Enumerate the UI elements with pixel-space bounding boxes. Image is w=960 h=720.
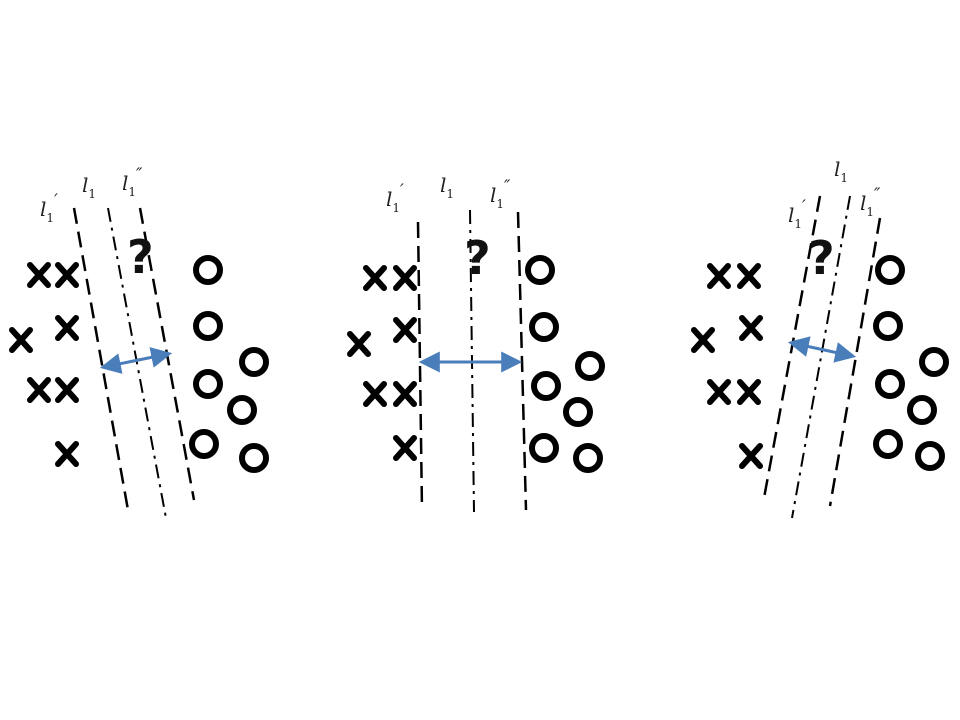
circle-markers-2: [525, 255, 605, 473]
cross-markers-2: [347, 265, 417, 461]
o-marker: [227, 395, 257, 425]
boundary-line-l1-prime: [72, 207, 130, 511]
o-marker: [531, 371, 561, 401]
o-marker: [875, 369, 905, 399]
o-marker: [189, 429, 219, 459]
o-marker: [529, 312, 559, 342]
panel-2: ? l1′ l1 l1″: [347, 173, 605, 513]
o-marker: [525, 255, 555, 285]
x-marker: [55, 262, 79, 288]
x-marker: [737, 379, 761, 405]
x-marker: [347, 331, 371, 357]
boundary-line-l1-prime: [416, 221, 424, 511]
x-marker: [739, 315, 763, 341]
decision-line-l1: [791, 195, 851, 519]
circle-markers-3: [873, 255, 949, 471]
x-marker: [707, 379, 731, 405]
query-mark: ?: [808, 231, 835, 285]
cross-markers-3: [691, 263, 763, 469]
x-marker: [707, 263, 731, 289]
label-l1: l1: [82, 173, 96, 201]
o-marker: [193, 369, 223, 399]
x-marker: [363, 265, 387, 291]
x-marker: [691, 327, 715, 353]
line-labels-1: l1′ l1 l1″: [40, 165, 143, 225]
panel-3: ? l1′ l1 l1″: [691, 157, 949, 519]
x-marker: [739, 443, 763, 469]
boundary-line-l1-double-prime: [516, 211, 528, 511]
x-marker: [737, 263, 761, 289]
x-marker: [27, 262, 51, 288]
o-marker: [919, 347, 949, 377]
x-marker: [55, 315, 79, 341]
label-l1: l1: [834, 157, 848, 185]
query-mark: ?: [464, 231, 491, 285]
x-marker: [393, 381, 417, 407]
o-marker: [193, 255, 223, 285]
o-marker: [915, 441, 945, 471]
o-marker: [193, 311, 223, 341]
o-marker: [529, 433, 559, 463]
o-marker: [239, 347, 269, 377]
o-marker: [563, 397, 593, 427]
x-marker: [27, 377, 51, 403]
margin-arrow: [99, 347, 173, 374]
o-marker: [573, 443, 603, 473]
label-l1-prime: l1′: [788, 197, 806, 231]
o-marker: [575, 351, 605, 381]
o-marker: [873, 429, 903, 459]
o-marker: [907, 395, 937, 425]
circle-markers-1: [189, 255, 269, 473]
o-marker: [875, 255, 905, 285]
label-l1-prime: l1′: [386, 181, 404, 215]
x-marker: [55, 441, 79, 467]
x-marker: [393, 265, 417, 291]
label-l1-double-prime: l1″: [490, 177, 511, 211]
o-marker: [873, 311, 903, 341]
label-l1: l1: [440, 173, 454, 201]
label-l1-double-prime: l1″: [122, 165, 143, 199]
x-marker: [393, 435, 417, 461]
label-l1-double-prime: l1″: [860, 185, 881, 219]
line-labels-3: l1′ l1 l1″: [788, 157, 881, 231]
x-marker: [393, 317, 417, 343]
x-marker: [9, 327, 33, 353]
x-marker: [363, 381, 387, 407]
x-marker: [55, 377, 79, 403]
o-marker: [239, 443, 269, 473]
panel-1: ? l1′ l1 l1″: [9, 165, 269, 519]
cross-markers-1: [9, 262, 79, 467]
line-labels-2: l1′ l1 l1″: [386, 173, 511, 215]
label-l1-prime: l1′: [40, 191, 58, 225]
query-mark: ?: [127, 230, 154, 284]
margin-arrow: [787, 336, 857, 363]
